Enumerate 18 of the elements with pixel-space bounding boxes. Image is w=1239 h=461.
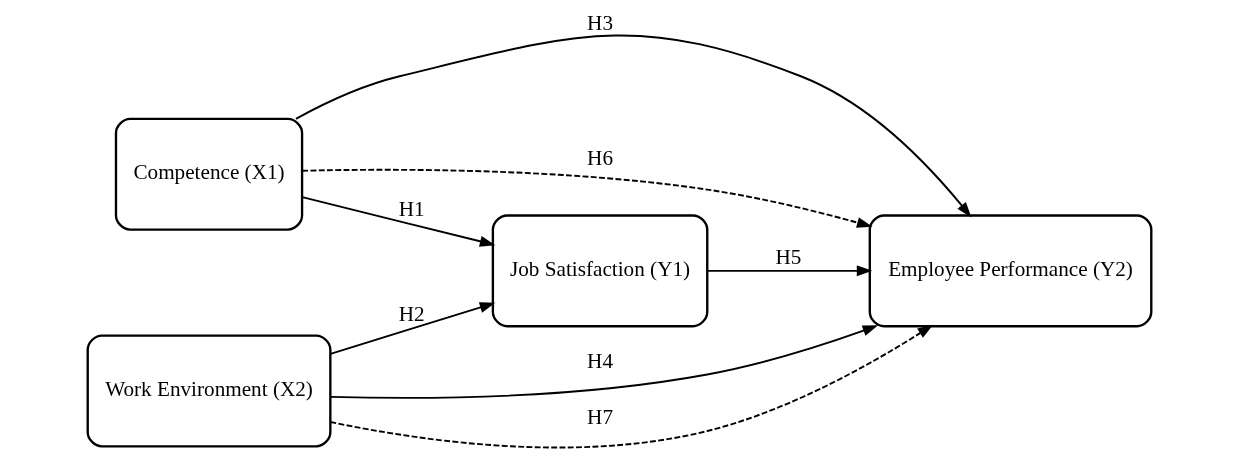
arrow xyxy=(294,34,972,218)
arrow xyxy=(301,196,496,247)
edge-label: H3 xyxy=(587,10,614,35)
edge-label: H4 xyxy=(587,348,614,373)
edge-label: H2 xyxy=(398,301,425,326)
arrow xyxy=(329,302,496,355)
arrow xyxy=(329,325,879,399)
arrow xyxy=(706,265,873,277)
arrow xyxy=(329,324,934,449)
node-box: Job Satisfaction (Y1) xyxy=(491,214,709,328)
edge-label: H6 xyxy=(587,146,614,171)
node-box: Employee Performance (Y2) xyxy=(868,214,1153,328)
edge-label: H5 xyxy=(775,245,802,270)
edge-label: H7 xyxy=(587,405,614,430)
arrow xyxy=(301,168,873,228)
edge-label: H1 xyxy=(398,196,425,221)
node-box: Work Environment (X2) xyxy=(86,334,332,448)
node-box: Competence (X1) xyxy=(114,117,304,231)
